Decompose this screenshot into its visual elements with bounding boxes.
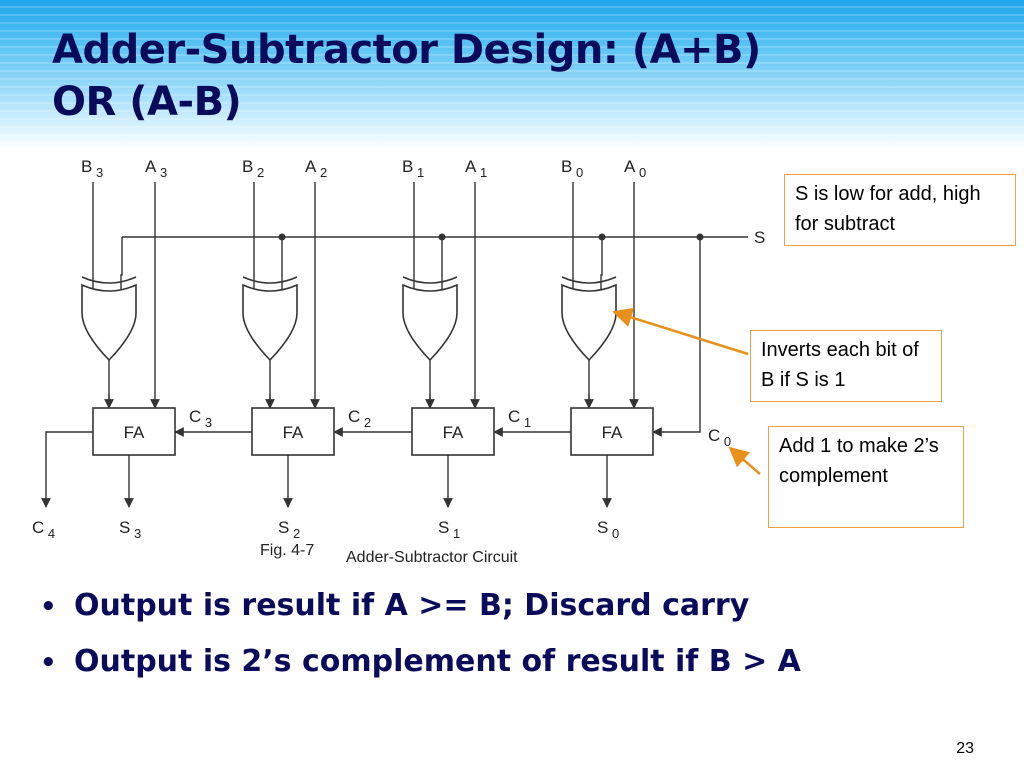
s-branch-wire xyxy=(600,237,603,295)
carry-label: C 2 xyxy=(348,407,371,430)
full-adder-label: FA xyxy=(443,423,464,442)
bullet-item: • Output is result if A >= B; Discard ca… xyxy=(40,588,1000,644)
bullet-dot-icon: • xyxy=(40,592,57,622)
carry-out-label: C 4 xyxy=(32,518,55,541)
carry-in-wire xyxy=(652,237,701,437)
header-band xyxy=(0,0,1024,150)
full-adder-box xyxy=(411,407,495,456)
title-line-1: Adder-Subtractor Design: (A+B) xyxy=(52,27,761,73)
full-adder-box xyxy=(570,407,654,456)
adder-subtractor-circuit: S B 3 A 3 FA S 3 B 2 A 2 FA S 2 B 1 A 1 FA S 1 B 0 A 0… xyxy=(32,157,765,566)
slide-title: Adder-Subtractor Design: (A+B) OR (A-B) xyxy=(52,24,952,128)
full-adder-label: FA xyxy=(124,423,145,442)
input-a-label: A 1 xyxy=(465,157,487,180)
sum-label: S 2 xyxy=(278,518,300,541)
figure-caption: Adder-Subtractor Circuit xyxy=(346,549,518,566)
callout-invert-text: Inverts each bit of B if S is 1 xyxy=(761,339,919,391)
bullet-text: Output is 2’s complement of result if B … xyxy=(74,644,801,679)
xor-gate-icon xyxy=(402,283,458,362)
title-line-2: OR (A-B) xyxy=(52,79,242,125)
sum-label: S 0 xyxy=(597,518,619,541)
full-adder-label: FA xyxy=(602,423,623,442)
figure-number: Fig. 4-7 xyxy=(260,542,314,559)
callout-select-text: S is low for add, high for subtract xyxy=(795,183,981,235)
input-a-label: A 2 xyxy=(305,157,327,180)
callout-select: S is low for add, high for subtract xyxy=(784,174,1016,246)
bullet-text: Output is result if A >= B; Discard carr… xyxy=(74,588,750,623)
carry-out-wire xyxy=(41,431,93,508)
s-branch-wire xyxy=(120,237,123,295)
xor-gate-arc xyxy=(242,276,298,284)
input-a-label: A 3 xyxy=(145,157,167,180)
full-adder-label: FA xyxy=(283,423,304,442)
page-number: 23 xyxy=(956,740,974,757)
input-b-label: B 3 xyxy=(81,157,103,180)
bullet-item: • Output is 2’s complement of result if … xyxy=(40,644,1000,700)
callout-invert: Inverts each bit of B if S is 1 xyxy=(750,330,942,402)
input-b-label: B 1 xyxy=(402,157,424,180)
xor-gate-arc xyxy=(81,276,137,284)
carry-label: C 1 xyxy=(508,407,531,430)
input-a-label: A 0 xyxy=(624,157,646,180)
xor-gate-icon xyxy=(242,283,298,362)
header-stripes xyxy=(0,0,1024,150)
full-adder-box xyxy=(92,407,176,456)
circuit-figure: S B 3 A 3 FA S 3 B 2 A 2 FA S 2 B 1 A 1 FA S 1 B 0 A 0… xyxy=(18,150,774,575)
input-b-label: B 2 xyxy=(242,157,264,180)
carry-in-label: C 0 xyxy=(708,426,731,449)
select-label: S xyxy=(754,228,765,247)
full-adder-box xyxy=(251,407,335,456)
carry-label: C 3 xyxy=(189,407,212,430)
bullet-list: • Output is result if A >= B; Discard ca… xyxy=(40,588,1000,700)
xor-gate-arc xyxy=(561,276,617,284)
sum-label: S 3 xyxy=(119,518,141,541)
callout-add-one-text: Add 1 to make 2’s complement xyxy=(779,435,939,487)
xor-gate-arc xyxy=(402,276,458,284)
callout-add-one: Add 1 to make 2’s complement xyxy=(768,426,964,528)
xor-gate-icon xyxy=(81,283,137,362)
input-b-label: B 0 xyxy=(561,157,583,180)
sum-label: S 1 xyxy=(438,518,460,541)
xor-gate-icon xyxy=(561,283,617,362)
bullet-dot-icon: • xyxy=(40,648,57,678)
